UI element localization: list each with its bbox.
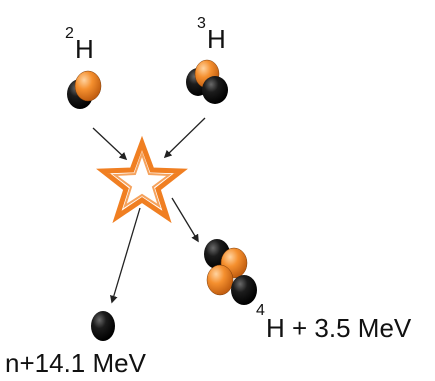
fusion-star <box>96 135 188 224</box>
tritium-symbol: H <box>207 24 226 54</box>
helium-arrow <box>171 197 199 243</box>
tritium-mass-number: 3 <box>197 15 206 32</box>
deuterium-symbol: H <box>75 34 94 64</box>
free-neutron <box>91 311 115 341</box>
neutron-energy-label: n+14.1 MeV <box>5 348 146 378</box>
helium-nucleus <box>204 239 257 305</box>
neutron-particle <box>231 275 257 305</box>
helium-label: H + 3.5 MeV <box>266 315 411 341</box>
helium-energy: + 3.5 MeV <box>284 313 412 343</box>
proton-particle <box>206 264 234 296</box>
deuterium-arrow <box>92 127 128 161</box>
deuterium-mass-number: 2 <box>65 25 74 42</box>
tritium-arrow <box>163 117 206 159</box>
proton-particle <box>74 70 102 102</box>
neutron-arrow <box>110 207 141 304</box>
tritium-nucleus <box>186 59 228 104</box>
neutron-particle <box>202 76 228 104</box>
helium-mass-number: 4 <box>256 302 265 319</box>
helium-symbol: H <box>266 313 285 343</box>
deuterium-nucleus <box>67 70 102 109</box>
